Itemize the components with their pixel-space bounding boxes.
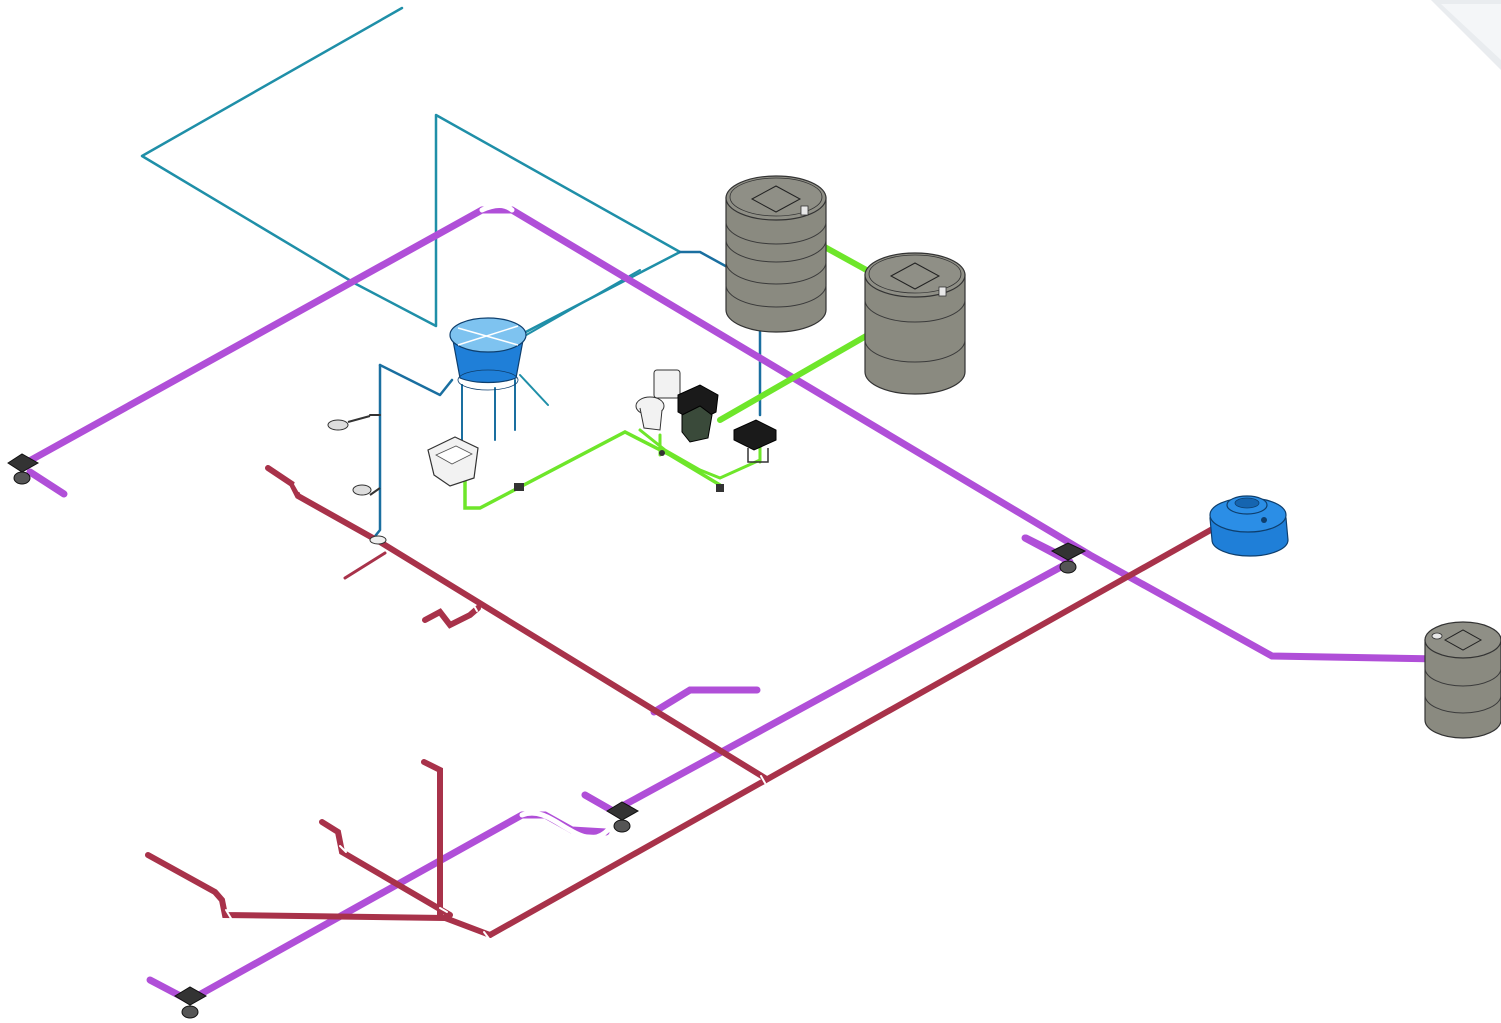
sewer-lateral-shower[interactable] [343, 551, 387, 580]
floor-drain-left[interactable] [7, 453, 40, 485]
cold-water-pipe-upper-loop[interactable] [140, 6, 682, 337]
sewer-main-upper[interactable] [265, 465, 768, 781]
rainwater-white-bend [519, 810, 611, 840]
sink-icon[interactable] [427, 436, 479, 487]
sewer-network [145, 465, 1235, 941]
grey-water-pipe-toilets[interactable] [638, 428, 762, 480]
toilet-icon[interactable] [635, 369, 681, 431]
grey-water-fittings [514, 450, 724, 492]
rainwater-pipe-upper[interactable] [18, 206, 1501, 664]
floor-drain-right[interactable] [1050, 542, 1087, 574]
sewer-lower-branch-2[interactable] [319, 819, 453, 918]
rainwater-pipe-drain-tail-left[interactable] [26, 468, 68, 498]
grey-water-link-cistern2[interactable] [717, 325, 883, 423]
floor-drain-bottom[interactable] [174, 986, 208, 1019]
cistern-tank-2[interactable] [864, 252, 966, 395]
cold-water-pipe-drop[interactable] [370, 363, 382, 542]
rainwater-network [18, 203, 1501, 1004]
water-tank-right[interactable] [1209, 495, 1289, 557]
sewer-lower-branch-1[interactable] [145, 852, 493, 938]
cold-water-pipe-branch[interactable] [378, 363, 454, 397]
sewer-lateral-sink[interactable] [422, 605, 481, 629]
sewer-lower-riser[interactable] [421, 759, 443, 918]
water-tank-upper[interactable] [449, 317, 527, 391]
sewer-main-diagonal[interactable] [487, 515, 1235, 938]
grey-water-pipe-main[interactable] [463, 430, 722, 510]
cistern-tank-1[interactable] [725, 175, 827, 333]
cistern-tank-3[interactable] [1424, 621, 1501, 739]
filter-box-icon[interactable] [677, 384, 777, 463]
floor-drain-mid[interactable] [606, 801, 640, 833]
view-cube-icon[interactable] [1411, 0, 1501, 70]
rainwater-pipe-branch-mid[interactable] [650, 686, 761, 716]
shower-icon[interactable] [327, 415, 387, 545]
